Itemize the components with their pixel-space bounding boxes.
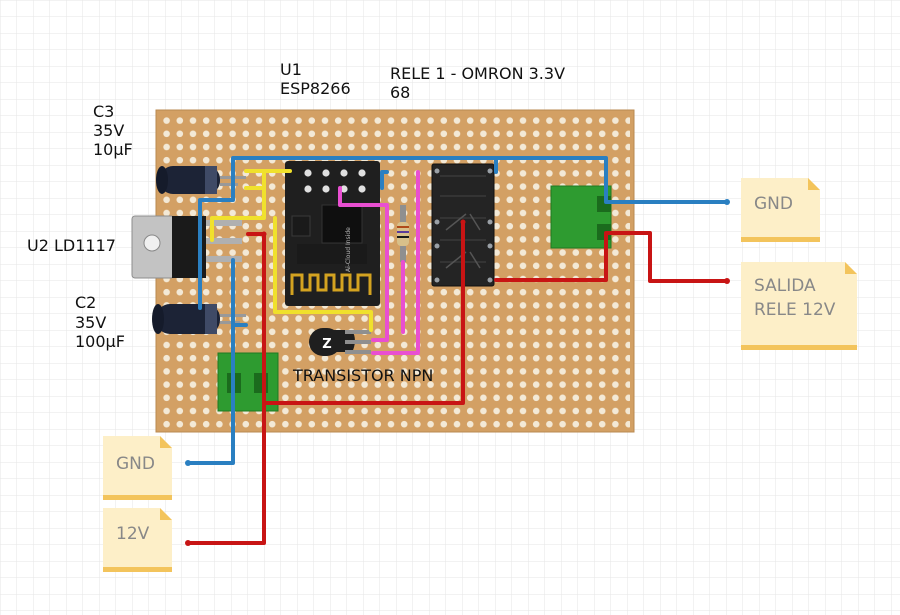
resistor[interactable] bbox=[397, 205, 409, 262]
esp-header-pins bbox=[304, 169, 366, 193]
pink-wires bbox=[338, 170, 420, 355]
u1-name-label: ESP8266 bbox=[280, 79, 351, 98]
esp-silkscreen: Ai-Cloud Inside bbox=[345, 227, 352, 272]
transistor-npn[interactable]: Z bbox=[309, 328, 371, 356]
note-gnd-left-text: GND bbox=[116, 454, 155, 474]
note-salida-line1: SALIDA bbox=[754, 276, 816, 296]
note-gnd-left bbox=[103, 436, 172, 500]
transistor-mark: Z bbox=[322, 337, 331, 352]
c3-value-label: 10µF bbox=[93, 140, 133, 159]
note-12v-text: 12V bbox=[116, 524, 150, 544]
transistor-label: TRANSISTOR NPN bbox=[293, 366, 434, 385]
esp8266-module[interactable]: Ai-Cloud Inside bbox=[285, 161, 380, 306]
note-salida bbox=[741, 262, 857, 350]
c3-ref-label: C3 bbox=[93, 102, 115, 121]
capacitor-c2[interactable] bbox=[152, 304, 246, 334]
c3-voltage-label: 35V bbox=[93, 121, 125, 140]
note-salida-line2: RELE 12V bbox=[754, 300, 836, 320]
relay-label-line2: 68 bbox=[390, 83, 411, 102]
perfboard bbox=[155, 109, 635, 433]
c2-value-label: 100µF bbox=[75, 332, 125, 351]
terminal-block-output[interactable] bbox=[550, 185, 612, 249]
u2-label: U2 LD1117 bbox=[27, 236, 116, 255]
blue-wires bbox=[186, 156, 729, 465]
c2-voltage-label: 35V bbox=[75, 313, 107, 332]
note-gnd-right bbox=[741, 178, 820, 242]
relay-label: RELE 1 - OMRON 3.3V bbox=[390, 64, 566, 83]
note-12v bbox=[103, 508, 172, 572]
red-wires bbox=[186, 220, 729, 545]
wire-endpoints bbox=[185, 199, 730, 546]
c2-ref-label: C2 bbox=[75, 293, 97, 312]
yellow-wires bbox=[210, 169, 373, 332]
u1-ref-label: U1 bbox=[280, 60, 302, 79]
note-gnd-right-text: GND bbox=[754, 194, 793, 214]
